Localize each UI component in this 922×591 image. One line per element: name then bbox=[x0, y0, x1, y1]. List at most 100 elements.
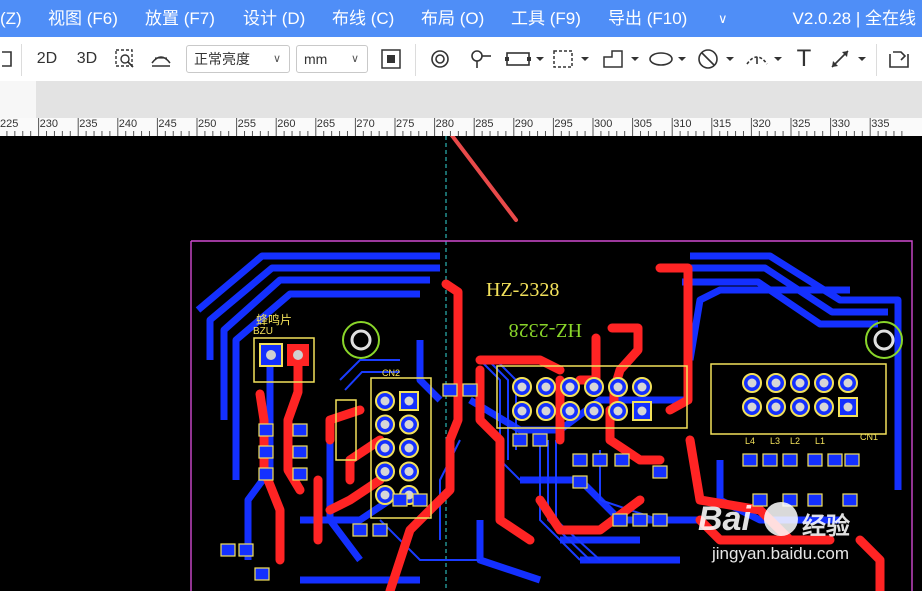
toolbar-separator bbox=[415, 44, 416, 76]
cn2-connector-pads bbox=[375, 391, 419, 505]
pad-drill-hole bbox=[565, 406, 575, 416]
menu-design[interactable]: 设计 (D) bbox=[243, 9, 306, 28]
pin-icon[interactable] bbox=[466, 44, 496, 74]
ruler-label: 295 bbox=[554, 118, 573, 130]
ruler-label: 285 bbox=[475, 118, 494, 130]
pad-drill-hole bbox=[404, 443, 414, 453]
brightness-icon[interactable] bbox=[146, 44, 176, 74]
document-tab[interactable] bbox=[0, 81, 36, 118]
brightness-select[interactable]: 正常亮度 ∨ bbox=[186, 45, 290, 73]
text-tool-icon[interactable]: T bbox=[796, 45, 812, 72]
view-2d-button[interactable]: 2D bbox=[36, 50, 58, 67]
annotation-arrow bbox=[449, 136, 518, 222]
document-tab-strip bbox=[0, 81, 922, 118]
pad-drill-hole bbox=[747, 378, 757, 388]
pad-drill-hole bbox=[589, 406, 599, 416]
region-icon[interactable] bbox=[551, 44, 593, 74]
pad-drill-hole bbox=[517, 382, 527, 392]
pad-drill-hole bbox=[380, 467, 390, 476]
arc-icon[interactable] bbox=[744, 44, 786, 74]
pad-drill-hole bbox=[380, 420, 390, 429]
rotate-icon[interactable] bbox=[0, 44, 14, 74]
ruler-label: 265 bbox=[316, 118, 336, 130]
canvas-frame-icon[interactable] bbox=[376, 44, 406, 74]
ruler-label: 275 bbox=[396, 118, 415, 130]
pad-drill-hole bbox=[819, 378, 829, 388]
ruler-label: 260 bbox=[277, 118, 296, 130]
smd-pad bbox=[238, 543, 254, 557]
smd-pad bbox=[292, 467, 308, 481]
buzzer-pad-hole bbox=[266, 350, 276, 360]
ruler-label: 270 bbox=[356, 118, 375, 130]
baidu-watermark: Bai 经验 jingyan.baidu.com bbox=[698, 500, 908, 570]
smd-pad bbox=[532, 433, 548, 447]
menu-layout[interactable]: 布局 (O) bbox=[421, 9, 485, 28]
import-icon[interactable] bbox=[884, 44, 914, 74]
smd-pad bbox=[412, 493, 428, 507]
buzzer-pad-hole bbox=[293, 350, 303, 360]
silkscreen-outlines bbox=[253, 337, 887, 519]
smd-pad bbox=[572, 453, 588, 467]
via-icon[interactable] bbox=[425, 44, 455, 74]
polygon-icon[interactable] bbox=[600, 44, 642, 74]
center-connector-pads bbox=[512, 377, 652, 421]
menu-tools[interactable]: 工具 (F9) bbox=[511, 9, 581, 28]
ellipse-icon[interactable] bbox=[648, 44, 690, 74]
smd-pad bbox=[258, 445, 274, 459]
pad-drill-hole bbox=[771, 378, 781, 388]
smd-pad bbox=[462, 383, 478, 397]
pad-drill-hole bbox=[565, 382, 575, 392]
pad-drill-hole bbox=[637, 382, 647, 392]
menu-route[interactable]: 布线 (C) bbox=[332, 9, 395, 28]
smd-components bbox=[220, 383, 860, 581]
pad-drill-hole bbox=[613, 382, 623, 392]
version-label: V2.0.28 | 全在线 bbox=[792, 9, 916, 28]
zoom-area-icon[interactable] bbox=[110, 44, 140, 74]
ruler-ticks bbox=[6, 118, 903, 136]
no-entry-icon[interactable] bbox=[696, 44, 738, 74]
chevron-down-icon[interactable]: ∨ bbox=[718, 11, 728, 26]
pad-drill-hole bbox=[404, 467, 414, 476]
ruler-label: 315 bbox=[712, 118, 732, 130]
smd-pad bbox=[442, 383, 458, 397]
pad-drill-hole bbox=[589, 382, 599, 392]
smd-pad bbox=[807, 453, 823, 467]
smd-pad bbox=[762, 453, 778, 467]
ruler-label: 325 bbox=[792, 118, 811, 130]
smd-pad bbox=[652, 465, 668, 479]
smd-pad bbox=[292, 423, 308, 437]
menu-place[interactable]: 放置 (F7) bbox=[145, 9, 215, 28]
smd-pad bbox=[782, 453, 798, 467]
board-outline-icon[interactable] bbox=[504, 44, 546, 74]
smd-pad bbox=[392, 493, 408, 507]
pad-drill-hole bbox=[637, 406, 647, 416]
menu-z[interactable]: (Z) bbox=[0, 9, 22, 28]
pad-drill-hole bbox=[795, 402, 805, 412]
pcb-canvas[interactable]: HZ-2328 HZ-2328 蜂鸣片 BZU CN2 CN1 L4 L3 L2… bbox=[0, 136, 922, 591]
smd-pad bbox=[612, 513, 628, 527]
smd-pad bbox=[844, 453, 860, 467]
pad-drill-hole bbox=[380, 490, 390, 500]
silk-board-title: HZ-2328 bbox=[486, 279, 559, 301]
view-3d-button[interactable]: 3D bbox=[76, 50, 98, 67]
smd-pad bbox=[742, 453, 758, 467]
board-outline bbox=[190, 240, 913, 591]
smd-pad bbox=[614, 453, 630, 467]
silk-bzu-label: BZU bbox=[253, 326, 273, 337]
menu-bar: (Z) 视图 (F6) 放置 (F7) 设计 (D) 布线 (C) 布局 (O)… bbox=[0, 0, 922, 37]
toolbar-separator bbox=[21, 44, 22, 76]
smd-pad bbox=[807, 493, 823, 507]
unit-select[interactable]: mm ∨ bbox=[296, 45, 368, 73]
menu-export[interactable]: 导出 (F10) bbox=[608, 9, 688, 28]
unit-value: mm bbox=[304, 51, 328, 67]
paw-icon bbox=[764, 502, 798, 536]
smd-pad bbox=[258, 423, 274, 437]
ruler-label: 255 bbox=[237, 118, 256, 130]
dimension-icon[interactable] bbox=[828, 44, 870, 74]
ruler-label: 310 bbox=[673, 118, 692, 130]
menu-view[interactable]: 视图 (F6) bbox=[48, 9, 118, 28]
watermark-brand: Bai bbox=[698, 500, 751, 538]
smd-pad bbox=[842, 493, 858, 507]
ruler-label: 225 bbox=[0, 118, 19, 130]
pad-drill-hole bbox=[771, 402, 781, 412]
